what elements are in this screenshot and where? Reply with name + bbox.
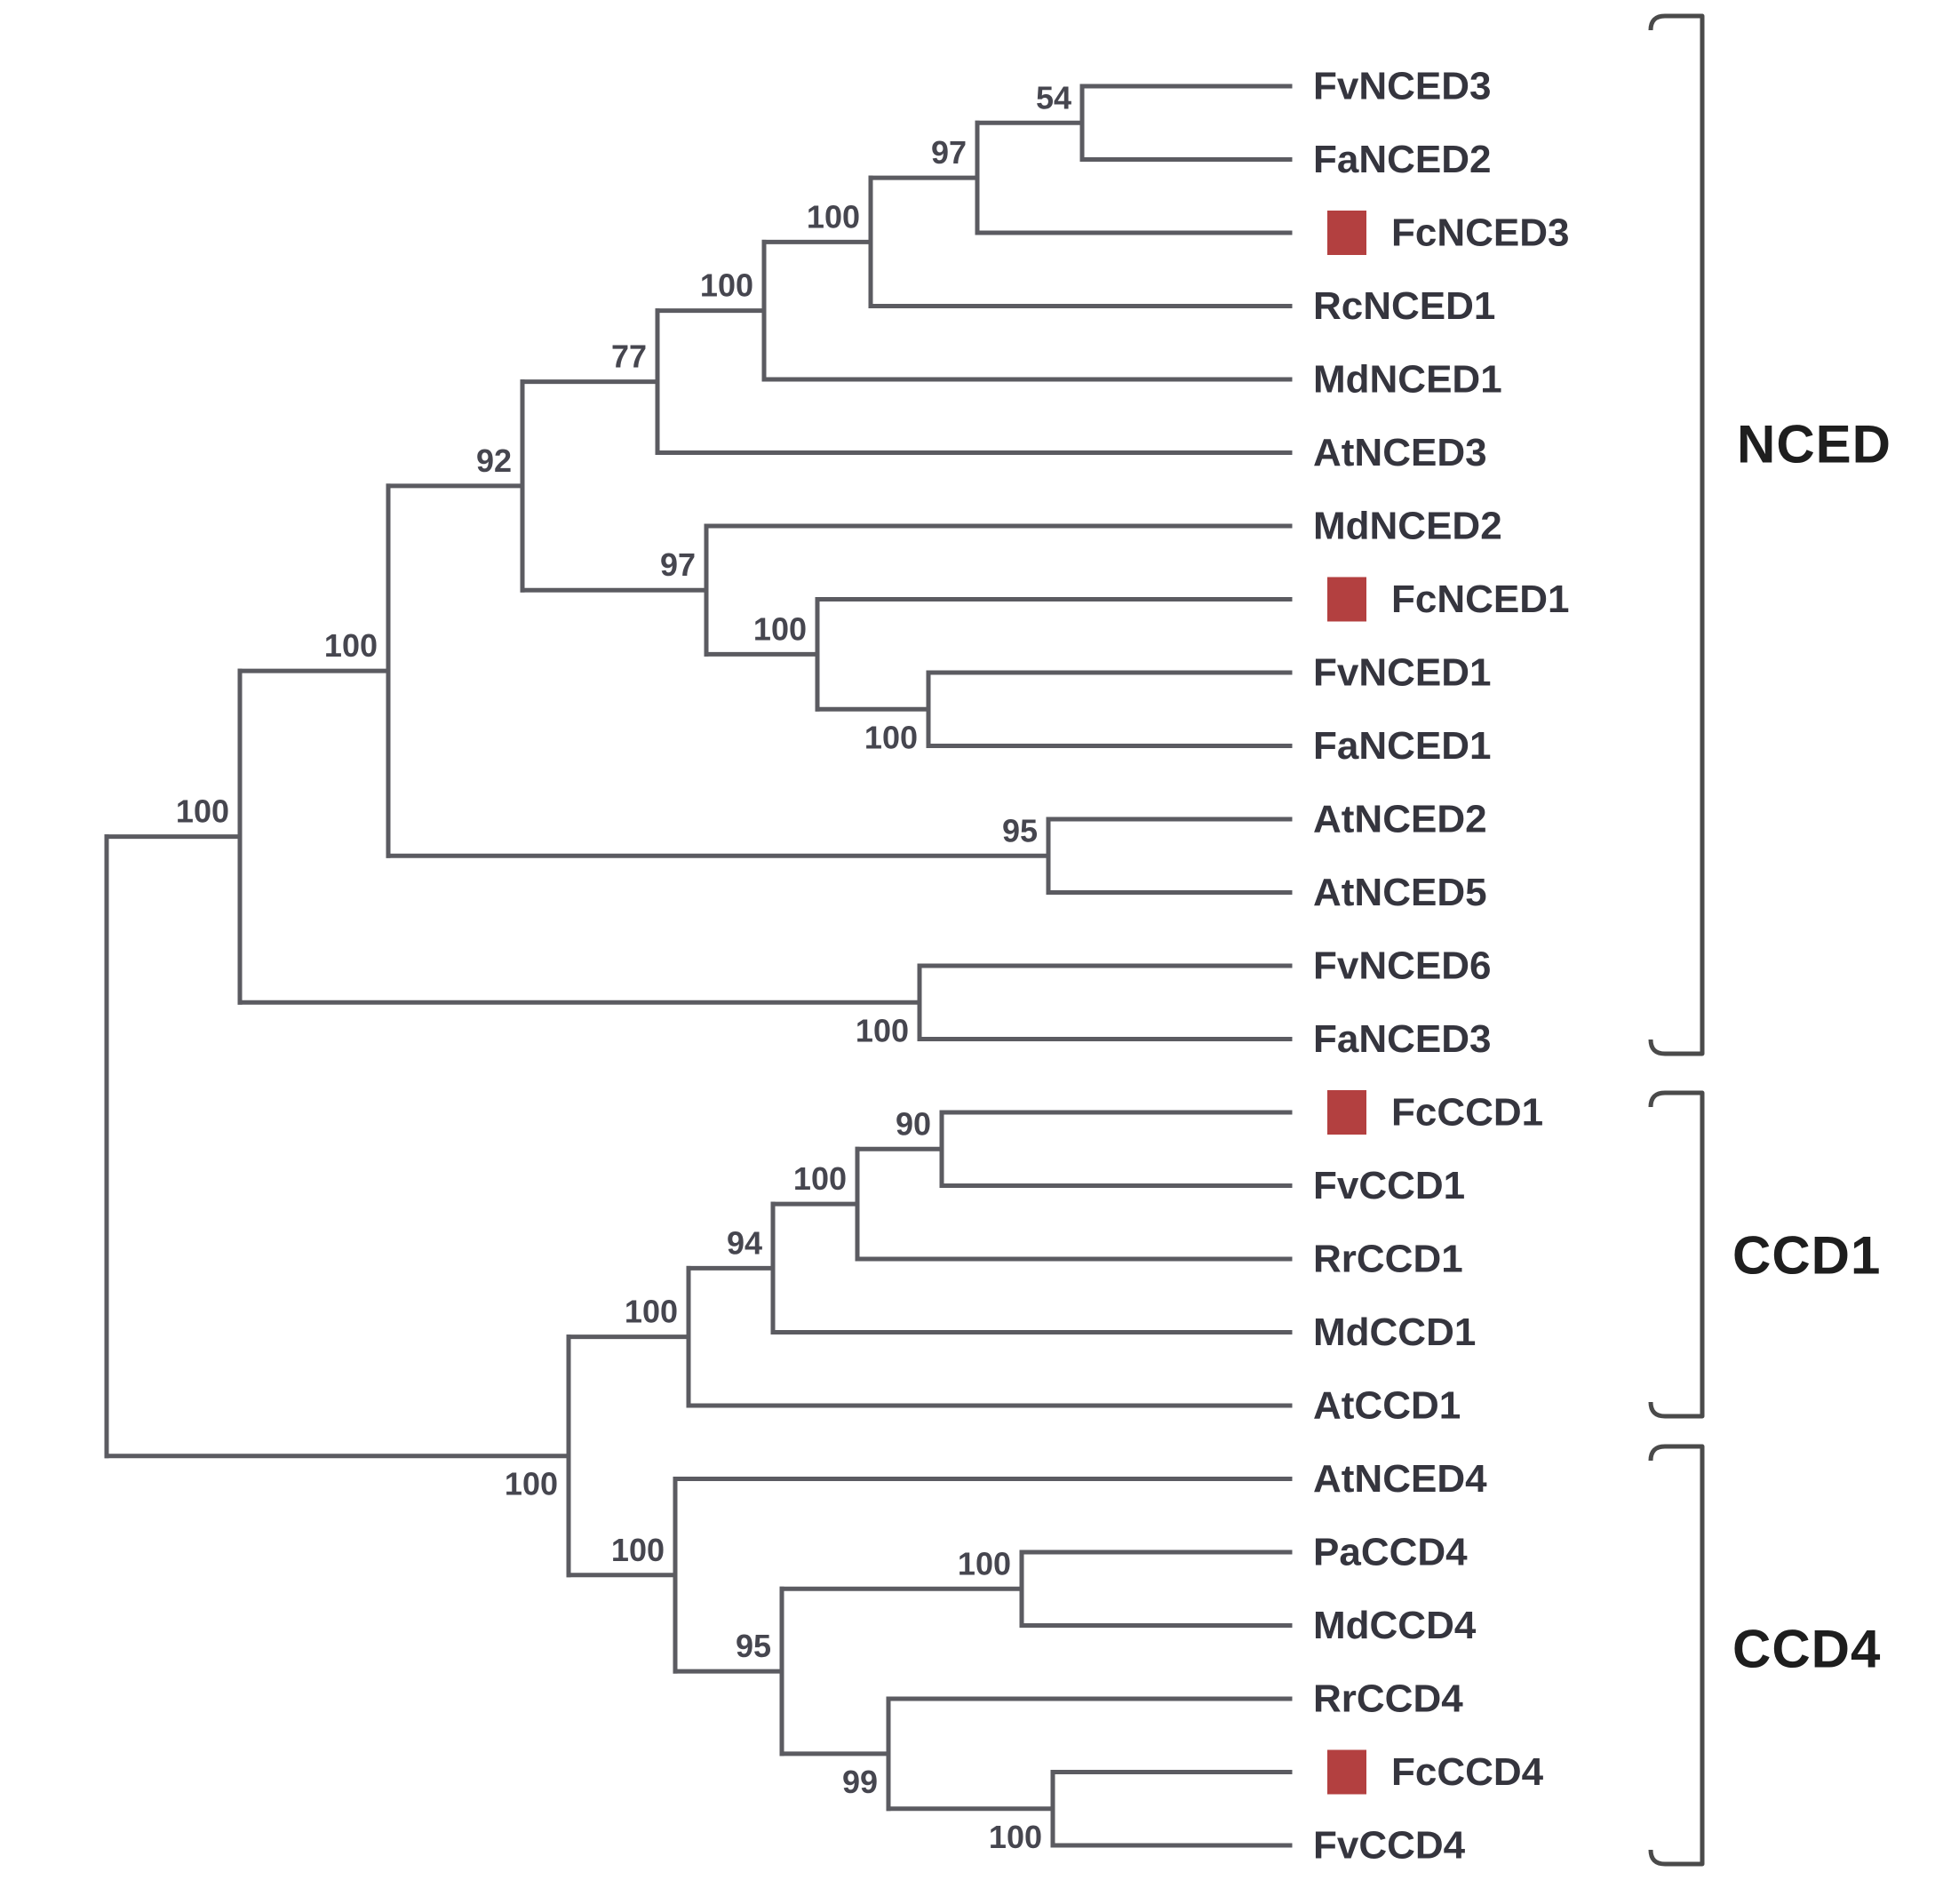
marked-taxon-square-icon — [1327, 211, 1366, 255]
bootstrap-label: 92 — [476, 442, 512, 479]
bootstrap-label: 54 — [1036, 79, 1071, 116]
bootstrap-label: 90 — [896, 1105, 931, 1142]
bootstrap-label: 100 — [505, 1466, 558, 1502]
leaf-label-FcCCD1: FcCCD1 — [1391, 1091, 1543, 1135]
bootstrap-label: 94 — [727, 1224, 762, 1261]
leaf-label-MdNCED1: MdNCED1 — [1313, 358, 1502, 402]
leaf-label-AtNCED3: AtNCED3 — [1313, 431, 1487, 474]
leaf-label-RrCCD1: RrCCD1 — [1313, 1238, 1463, 1281]
group-label-ccd4: CCD4 — [1732, 1620, 1881, 1679]
leaf-label-AtCCD1: AtCCD1 — [1313, 1384, 1461, 1428]
leaf-label-FvNCED1: FvNCED1 — [1313, 651, 1492, 695]
group-bracket-ccd1 — [1648, 1090, 1705, 1419]
leaf-label-MdCCD4: MdCCD4 — [1313, 1604, 1477, 1647]
leaf-label-FvCCD1: FvCCD1 — [1313, 1164, 1465, 1207]
bootstrap-label: 100 — [856, 1012, 909, 1048]
leaf-label-FvNCED3: FvNCED3 — [1313, 65, 1492, 108]
bootstrap-label: 100 — [700, 267, 753, 304]
bootstrap-label: 100 — [324, 627, 378, 664]
bootstrap-label: 100 — [753, 610, 807, 647]
bootstrap-label: 100 — [989, 1819, 1042, 1855]
leaf-label-RrCCD4: RrCCD4 — [1313, 1677, 1463, 1721]
leaf-label-RcNCED1: RcNCED1 — [1313, 284, 1495, 328]
bootstrap-label: 100 — [625, 1294, 678, 1330]
bootstrap-label: 99 — [842, 1764, 878, 1800]
marked-taxon-square-icon — [1327, 1090, 1366, 1135]
leaf-label-FvNCED6: FvNCED6 — [1313, 944, 1492, 988]
leaf-label-AtNCED2: AtNCED2 — [1313, 798, 1487, 841]
leaf-label-FcCCD4: FcCCD4 — [1391, 1750, 1544, 1794]
leaf-label-AtNCED5: AtNCED5 — [1313, 871, 1487, 914]
leaf-label-FcNCED3: FcNCED3 — [1391, 211, 1570, 255]
group-label-ccd1: CCD1 — [1732, 1226, 1881, 1286]
leaf-label-FaNCED1: FaNCED1 — [1313, 724, 1492, 768]
bootstrap-label: 100 — [958, 1545, 1011, 1581]
bootstrap-label: 77 — [611, 339, 647, 375]
group-label-nced: NCED — [1737, 415, 1891, 474]
leaf-label-FaNCED3: FaNCED3 — [1313, 1017, 1492, 1061]
leaf-label-FcNCED1: FcNCED1 — [1391, 578, 1570, 621]
bootstrap-label: 100 — [611, 1532, 665, 1568]
leaf-label-MdNCED2: MdNCED2 — [1313, 505, 1502, 548]
leaf-label-AtNCED4: AtNCED4 — [1313, 1457, 1487, 1501]
marked-taxon-square-icon — [1327, 1749, 1366, 1795]
group-bracket-ccd4 — [1648, 1444, 1705, 1867]
bootstrap-label: 95 — [736, 1628, 771, 1664]
bootstrap-label: 97 — [660, 546, 696, 583]
bootstrap-label: 100 — [864, 719, 918, 755]
bootstrap-label: 100 — [807, 198, 860, 235]
bootstrap-label: 95 — [1002, 812, 1038, 848]
leaf-label-MdCCD1: MdCCD1 — [1313, 1310, 1476, 1354]
bootstrap-label: 100 — [176, 793, 229, 830]
marked-taxon-square-icon — [1327, 577, 1366, 622]
group-bracket-nced — [1648, 13, 1705, 1056]
bootstrap-label: 100 — [793, 1160, 847, 1197]
leaf-label-FaNCED2: FaNCED2 — [1313, 138, 1492, 181]
leaf-label-FvCCD4: FvCCD4 — [1313, 1824, 1466, 1868]
leaf-label-PaCCD4: PaCCD4 — [1313, 1531, 1468, 1574]
bootstrap-label: 97 — [931, 134, 967, 171]
